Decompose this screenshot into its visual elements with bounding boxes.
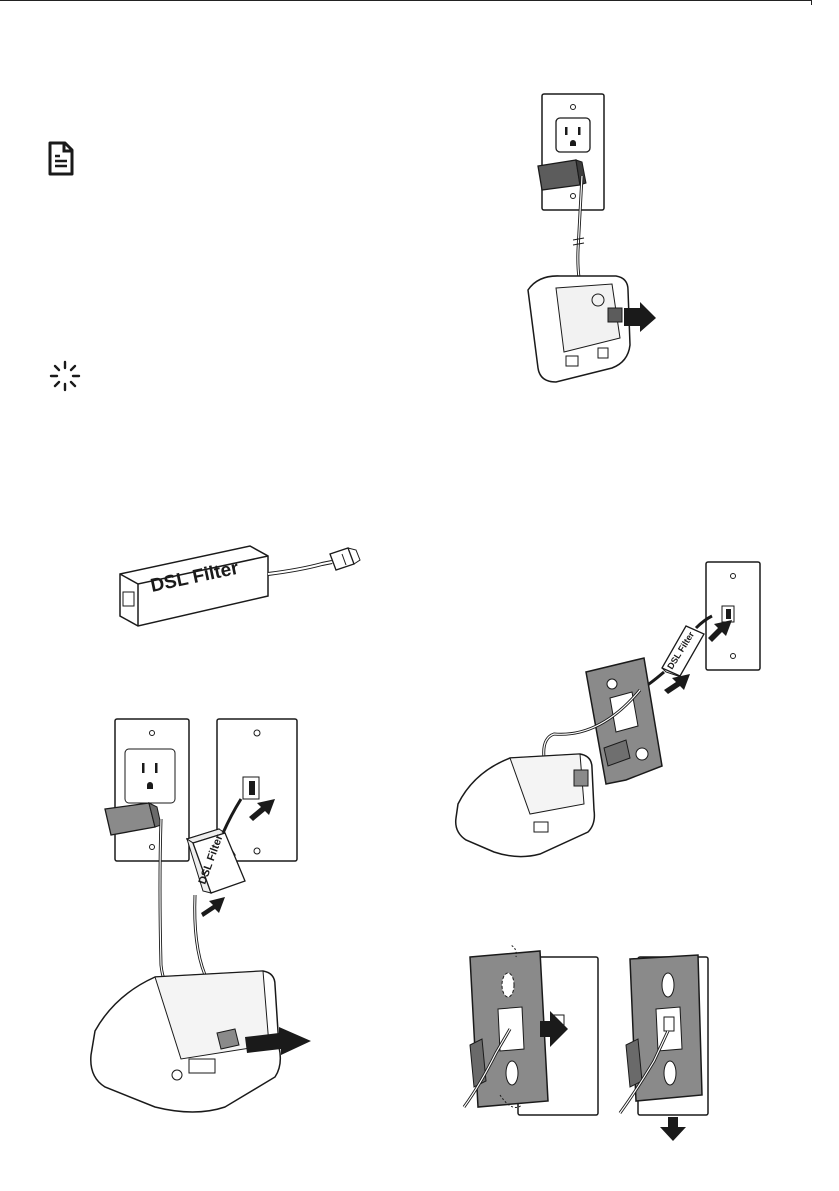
wall-plate-mount-figure [460,945,725,1145]
dsl-filter-figure: DSL Filter [110,540,370,640]
starburst-icon [48,359,82,393]
desk-installation-figure: DSL Filter [85,715,325,1115]
charger-power-figure [520,90,670,385]
wall-installation-figure: DSL Filter [450,558,770,863]
note-icon [47,141,75,177]
page-top-rule-cap [811,0,812,5]
page-top-rule [0,0,812,1]
